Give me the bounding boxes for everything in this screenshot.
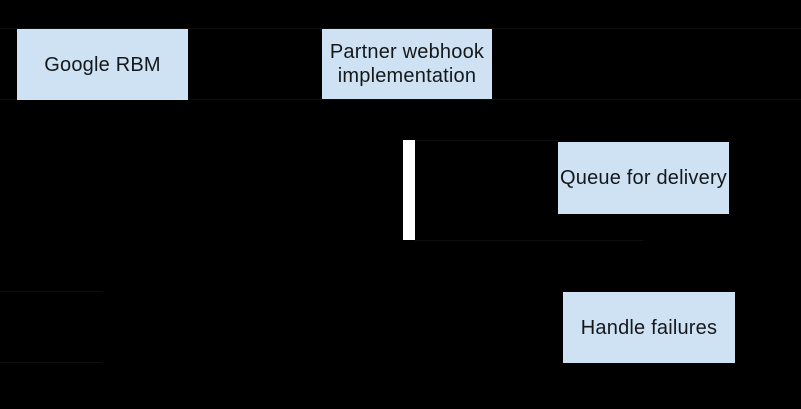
node-queue-for-delivery-label: Queue for delivery: [559, 167, 728, 189]
box-trace-left-bottom: [0, 362, 102, 363]
arrow-trace-return: [415, 240, 643, 241]
arrow-trace-to-queue: [415, 140, 558, 141]
node-handle-failures-label: Handle failures: [580, 316, 718, 339]
activation-bar: [403, 140, 415, 240]
node-partner-webhook-label: Partner webhook implementation: [329, 41, 485, 87]
lifeline-trace-top: [0, 28, 801, 29]
node-handle-failures: Handle failures: [563, 292, 735, 363]
node-queue-for-delivery: Queue for delivery: [558, 142, 729, 214]
node-google-rbm-label: Google RBM: [44, 53, 161, 76]
lifeline-trace-header-bottom: [0, 99, 801, 100]
box-trace-left-top: [0, 291, 102, 292]
node-partner-webhook: Partner webhook implementation: [322, 29, 492, 99]
node-google-rbm: Google RBM: [17, 29, 188, 100]
